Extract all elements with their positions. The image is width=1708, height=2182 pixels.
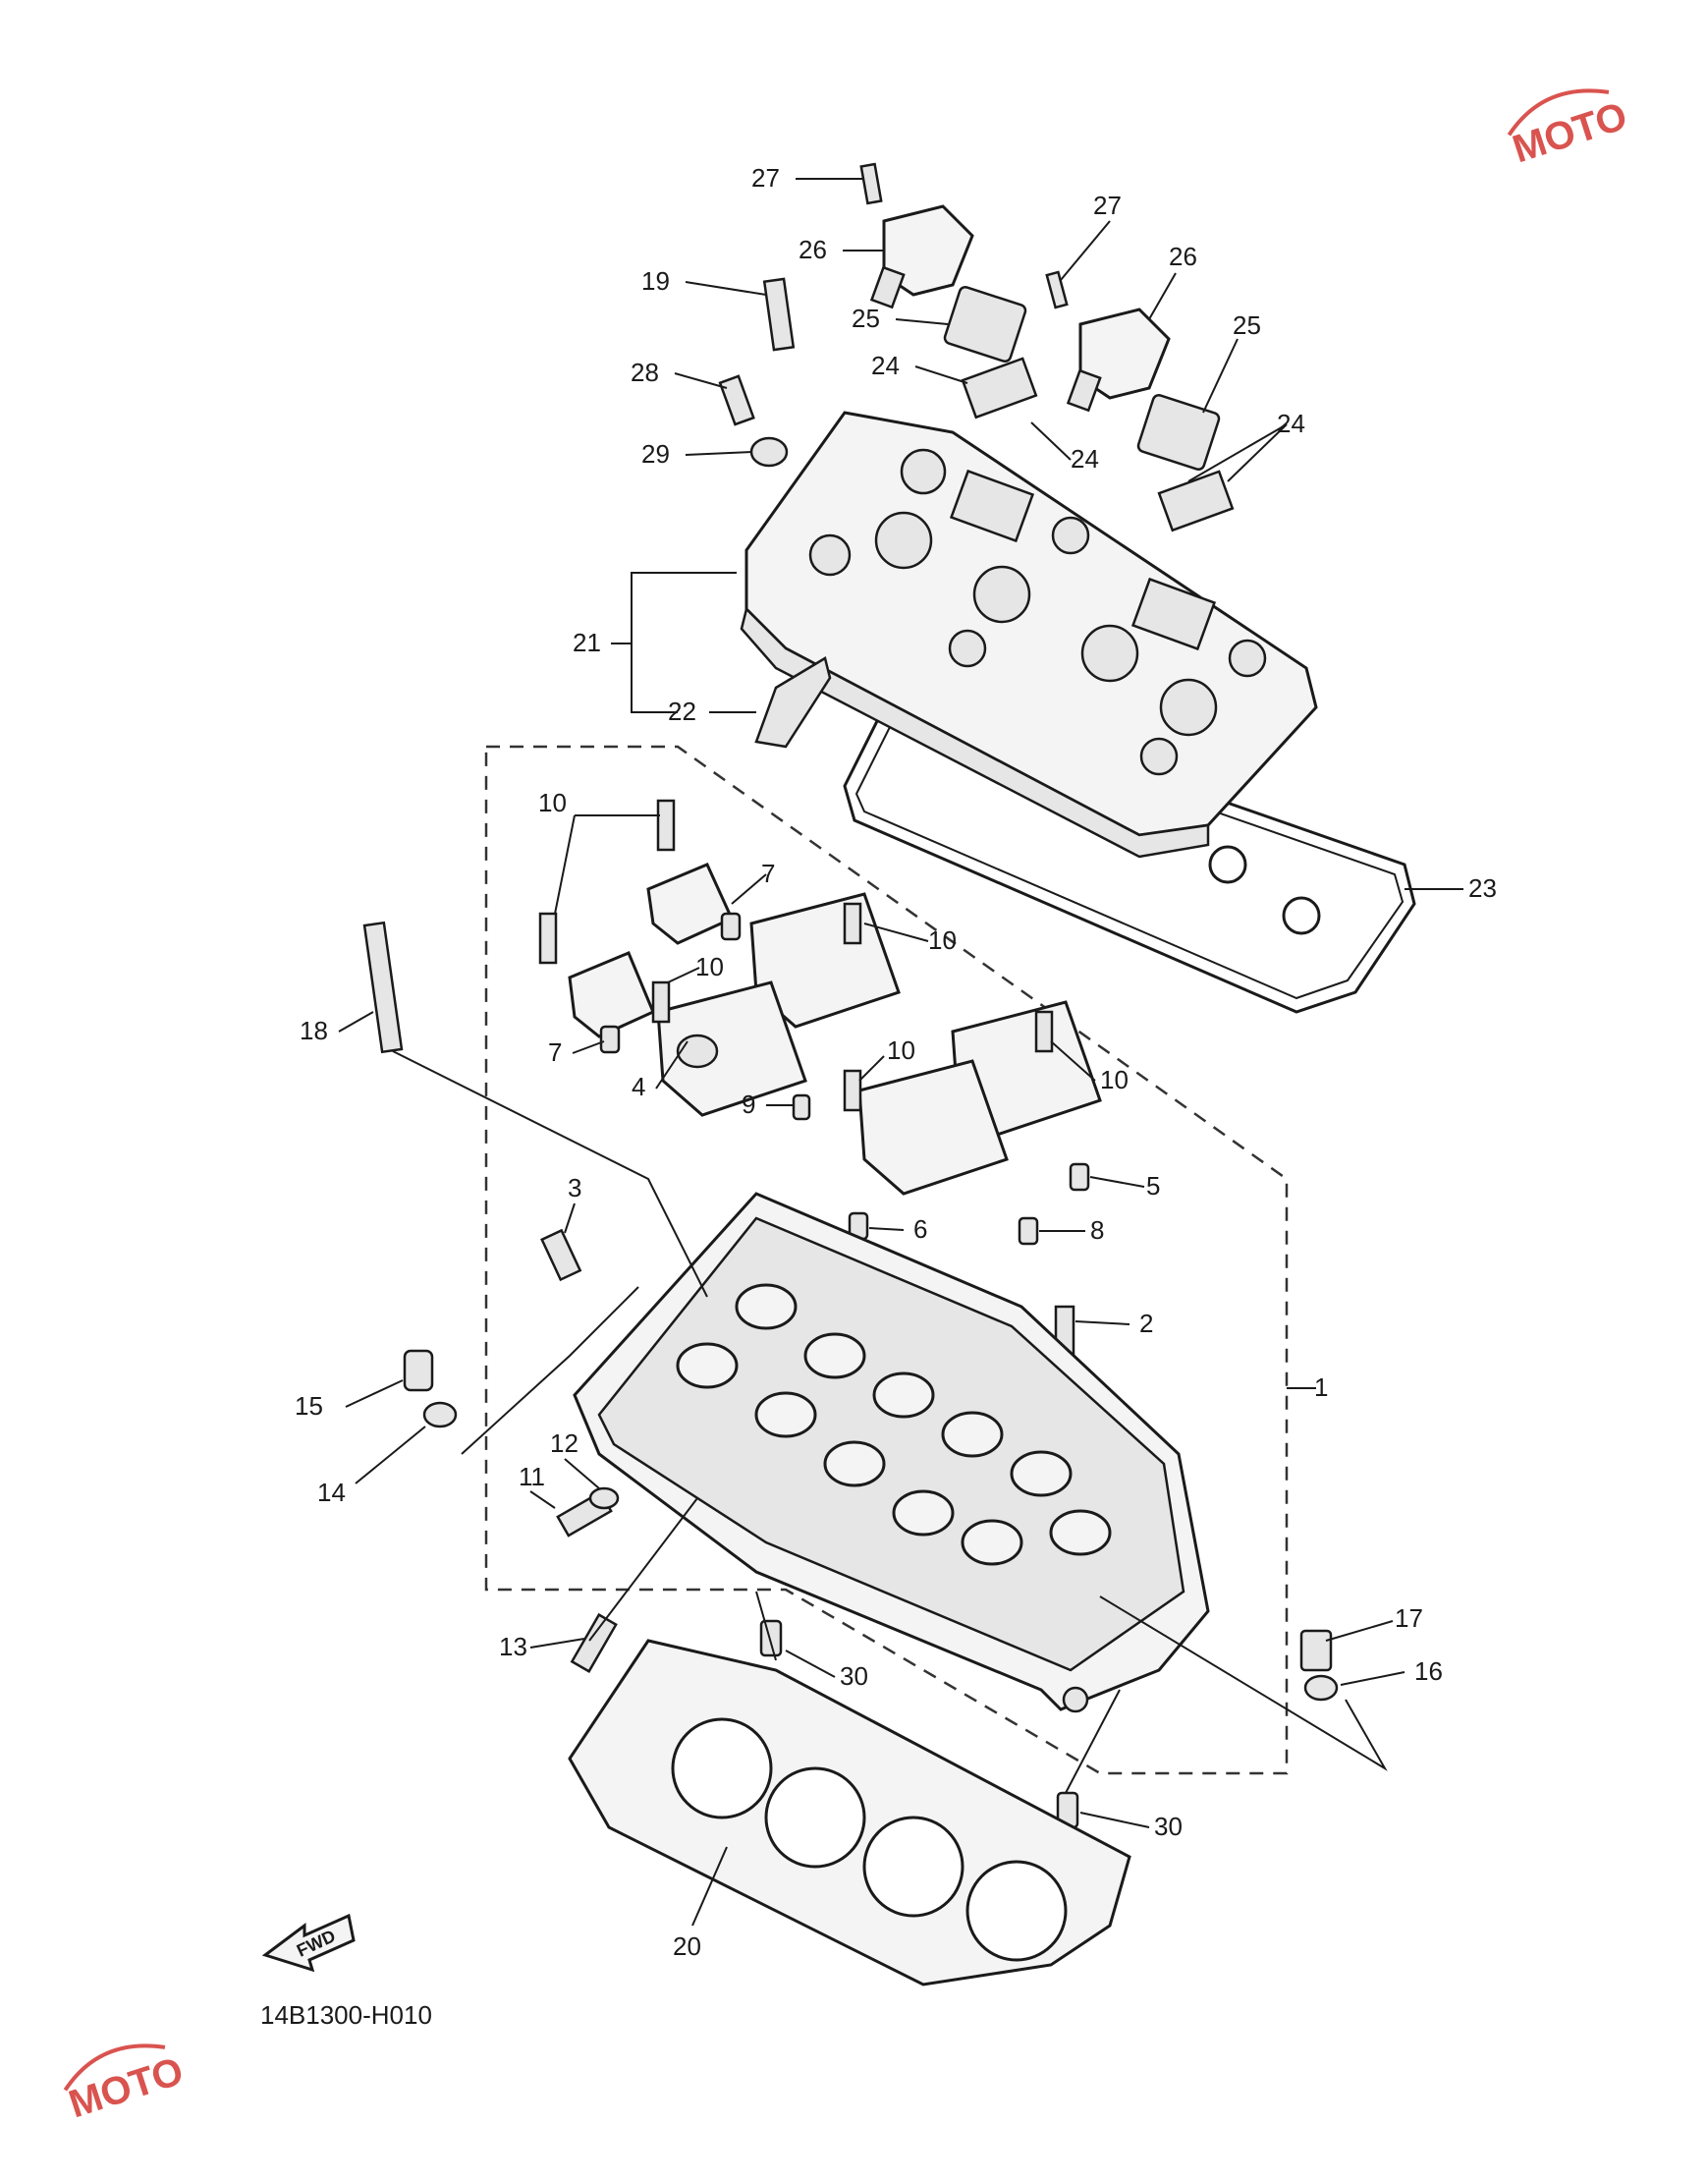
callout-3: 3 bbox=[568, 1173, 581, 1203]
callout-10: 10 bbox=[538, 788, 567, 817]
callout-27: 27 bbox=[1093, 191, 1122, 220]
callout-18: 18 bbox=[300, 1016, 328, 1045]
callout-13: 13 bbox=[499, 1632, 527, 1661]
washer-14 bbox=[422, 1401, 458, 1428]
callout-10: 10 bbox=[695, 952, 724, 981]
long-bolt-18 bbox=[362, 921, 404, 1054]
cover-bracket bbox=[754, 656, 832, 749]
callout-29: 29 bbox=[641, 439, 670, 469]
svg-text:MOTO: MOTO bbox=[1508, 94, 1632, 172]
head-gasket bbox=[568, 1639, 1131, 1986]
dowel-7-lower bbox=[599, 1025, 621, 1054]
callout-26: 26 bbox=[799, 235, 827, 264]
cylinder-head bbox=[573, 1192, 1210, 1713]
callout-7: 7 bbox=[761, 859, 775, 888]
grommet-25-left bbox=[943, 285, 1027, 364]
callout-2: 2 bbox=[1139, 1309, 1153, 1338]
callout-6: 6 bbox=[913, 1214, 927, 1244]
sleeve-15 bbox=[403, 1349, 434, 1392]
grommet-25-right bbox=[1136, 393, 1221, 472]
callout-11: 11 bbox=[519, 1462, 545, 1491]
dowel-5 bbox=[1069, 1162, 1090, 1192]
combustion-chamber-ports bbox=[676, 1283, 1112, 1566]
callout-23: 23 bbox=[1468, 873, 1497, 903]
callout-19: 19 bbox=[641, 266, 670, 296]
cap-bolt-e bbox=[1034, 1010, 1054, 1053]
coil-plug-24-b bbox=[1157, 470, 1235, 532]
coil-plug-24-a bbox=[961, 357, 1038, 420]
callout-10: 10 bbox=[928, 925, 957, 955]
callout-14: 14 bbox=[317, 1478, 346, 1507]
callout-21: 21 bbox=[573, 628, 601, 657]
callout-10: 10 bbox=[1100, 1065, 1129, 1094]
callout-12: 12 bbox=[550, 1428, 579, 1458]
bolt-27-left bbox=[859, 162, 883, 205]
diagram-reference-code: 14B1300-H010 bbox=[260, 2000, 432, 2030]
ignition-coil-left bbox=[869, 204, 974, 309]
bolt-27-right bbox=[1045, 270, 1069, 309]
callout-26: 26 bbox=[1169, 242, 1197, 271]
cap-bolt-a bbox=[656, 799, 676, 852]
callout-22: 22 bbox=[668, 697, 696, 726]
ignition-coil-right bbox=[1066, 308, 1171, 413]
callout-25: 25 bbox=[1233, 310, 1261, 340]
svg-text:MOTO: MOTO bbox=[64, 2049, 189, 2127]
dowel-8 bbox=[1018, 1216, 1039, 1246]
moto-watermark-bottom-left: MOTO bbox=[63, 2043, 189, 2127]
camshaft-cap-b bbox=[568, 951, 655, 1038]
camshaft-cap-f bbox=[857, 1059, 1009, 1196]
plug-4 bbox=[676, 1034, 719, 1069]
camshaft-cap-c bbox=[749, 892, 901, 1029]
stud-13 bbox=[570, 1612, 618, 1673]
callout-17: 17 bbox=[1395, 1603, 1423, 1633]
washer-16 bbox=[1303, 1674, 1339, 1702]
callout-labels: 27 26 19 25 24 27 26 25 24 24 28 29 21 2… bbox=[295, 163, 1497, 1961]
callout-25: 25 bbox=[852, 304, 880, 333]
moto-watermark-top-right: MOTO bbox=[1507, 88, 1632, 172]
leader-lines bbox=[338, 178, 1463, 1927]
callout-24: 24 bbox=[1071, 444, 1099, 474]
callout-30: 30 bbox=[1154, 1812, 1183, 1841]
callout-15: 15 bbox=[295, 1391, 323, 1421]
stud-3 bbox=[540, 1228, 582, 1282]
dowel-9 bbox=[792, 1093, 811, 1121]
valve-cover bbox=[740, 411, 1318, 859]
callout-5: 5 bbox=[1146, 1171, 1160, 1201]
callout-1: 1 bbox=[1314, 1372, 1328, 1402]
callout-4: 4 bbox=[632, 1072, 645, 1101]
dowel-7-upper bbox=[720, 912, 742, 941]
callout-27: 27 bbox=[751, 163, 780, 193]
cap-bolt-b bbox=[538, 912, 558, 965]
cover-bolt-28 bbox=[718, 374, 755, 426]
callout-30: 30 bbox=[840, 1661, 868, 1691]
cap-bolt-c bbox=[843, 902, 862, 945]
callout-20: 20 bbox=[673, 1931, 701, 1961]
dowel-30-upper bbox=[759, 1619, 783, 1657]
callout-28: 28 bbox=[631, 358, 659, 387]
washer-12 bbox=[588, 1486, 620, 1510]
callout-24: 24 bbox=[1277, 409, 1305, 438]
callout-8: 8 bbox=[1090, 1215, 1104, 1245]
callout-16: 16 bbox=[1414, 1656, 1443, 1686]
forward-direction-arrow: FWD bbox=[261, 1913, 356, 1973]
camshaft-cap-a bbox=[646, 863, 734, 945]
assembly-boundary-dashed bbox=[484, 745, 1289, 1775]
camshaft-cap-d bbox=[656, 980, 807, 1117]
callout-10: 10 bbox=[887, 1035, 915, 1065]
callout-7: 7 bbox=[548, 1037, 562, 1067]
cover-washer-29 bbox=[749, 436, 789, 468]
callout-9: 9 bbox=[742, 1090, 755, 1119]
bolt-17 bbox=[1299, 1629, 1333, 1672]
cap-bolt-f bbox=[843, 1069, 862, 1112]
callout-24: 24 bbox=[871, 351, 900, 380]
cap-bolt-d bbox=[651, 980, 671, 1024]
spark-plug bbox=[762, 277, 796, 352]
